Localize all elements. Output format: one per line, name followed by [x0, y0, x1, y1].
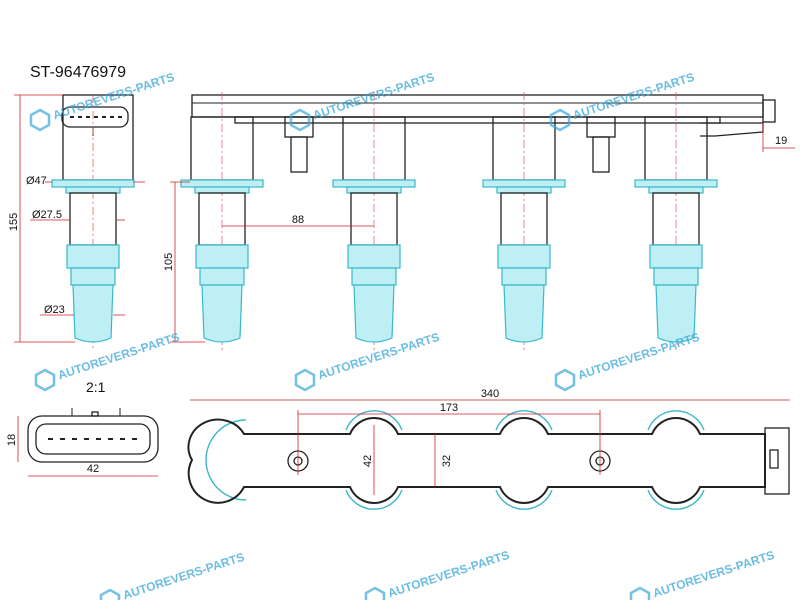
connector-outline [61, 106, 129, 128]
watermark: AUTOREVERS-PARTS [629, 548, 776, 600]
ignition-coil-2 [332, 92, 416, 350]
scale-label: 2:1 [86, 379, 106, 395]
dim-total-length: 340 [481, 388, 499, 400]
svg-text:AUTOREVERS-PARTS: AUTOREVERS-PARTS [386, 548, 511, 600]
dim-tip-diameter: Ø23 [44, 304, 65, 316]
dim-lobe-width: 42 [362, 455, 374, 467]
svg-text:AUTOREVERS-PARTS: AUTOREVERS-PARTS [571, 70, 696, 123]
connector-detail [17, 408, 159, 477]
rail-connector [762, 99, 776, 123]
part-number: ST-96476979 [30, 64, 126, 81]
dim-hole-spacing: 173 [440, 402, 458, 414]
dimension-lines [14, 94, 795, 343]
ignition-coil-1 [180, 92, 264, 350]
watermark: AUTOREVERS-PARTS [549, 70, 696, 132]
dim-connector-height: 18 [6, 434, 18, 446]
dim-flange-diameter: Ø47 [26, 175, 47, 187]
dim-coil-pitch: 88 [292, 214, 304, 226]
watermark: AUTOREVERS-PARTS [364, 548, 511, 600]
front-view-rail [191, 94, 776, 173]
dim-connector-offset: 19 [775, 135, 787, 147]
watermark: AUTOREVERS-PARTS [99, 550, 246, 600]
svg-text:AUTOREVERS-PARTS: AUTOREVERS-PARTS [651, 548, 776, 600]
dim-connector-width: 42 [87, 463, 99, 475]
svg-text:AUTOREVERS-PARTS: AUTOREVERS-PARTS [121, 550, 246, 600]
dim-rail-width: 32 [441, 455, 453, 467]
ignition-coil-4 [634, 92, 718, 350]
dim-boot-height: 105 [163, 253, 175, 271]
side-view-coil [51, 94, 135, 350]
ignition-coil-3 [482, 92, 566, 350]
watermark: AUTOREVERS-PARTS [554, 330, 701, 392]
dim-total-height: 155 [8, 213, 20, 231]
dim-body-diameter: Ø27.5 [32, 209, 62, 221]
svg-text:AUTOREVERS-PARTS: AUTOREVERS-PARTS [576, 330, 701, 383]
top-view-rail [187, 399, 790, 510]
